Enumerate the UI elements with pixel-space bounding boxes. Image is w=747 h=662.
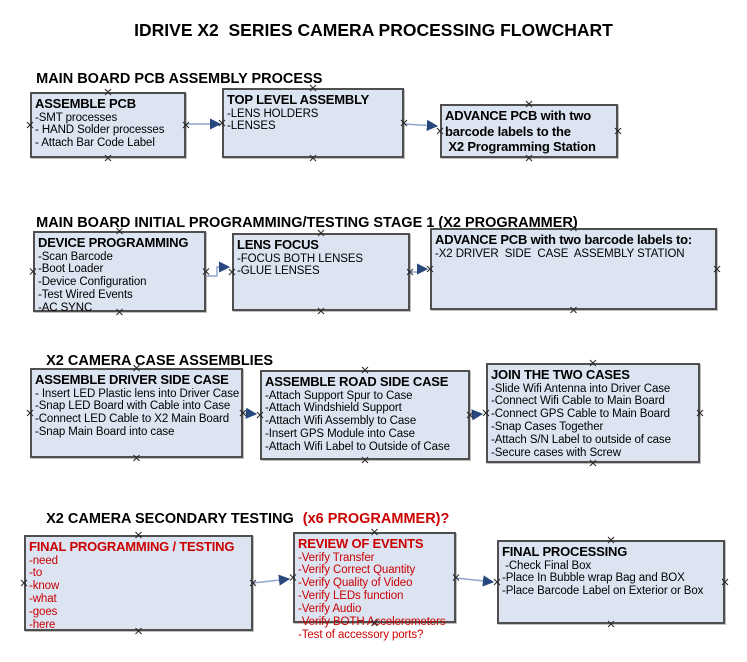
box-assemble-pcb: ASSEMBLE PCB -SMT processes - HAND Solde… xyxy=(30,92,186,158)
section-header-text: MAIN BOARD PCB ASSEMBLY PROCESS xyxy=(36,71,323,87)
box-title: REVIEW OF EVENTS xyxy=(298,536,424,551)
box-title: ASSEMBLE PCB xyxy=(35,96,136,111)
box-items: -Verify Transfer -Verify Correct Quantit… xyxy=(298,551,446,641)
box-join-the-two-cases: JOIN THE TWO CASES -Slide Wifi Antenna i… xyxy=(486,363,700,463)
flow-arrow xyxy=(403,119,439,132)
box-title: LENS FOCUS xyxy=(237,237,319,252)
box-items: -LENS HOLDERS -LENSES xyxy=(227,107,319,133)
box-advance-pcb-programming-station: ADVANCE PCB with two barcode labels to t… xyxy=(440,104,618,158)
box-review-of-events: REVIEW OF EVENTS -Verify Transfer -Verif… xyxy=(293,532,456,641)
box-title: DEVICE PROGRAMMING xyxy=(38,235,189,250)
section-header-accent: (x6 PROGRAMMER)? xyxy=(302,511,450,527)
box-title: JOIN THE TWO CASES xyxy=(491,367,630,382)
box-device-programming: DEVICE PROGRAMMING -Scan Barcode -Boot L… xyxy=(33,231,206,315)
box-final-processing: FINAL PROCESSING -Check Final Box -Place… xyxy=(497,540,725,624)
box-lens-focus: LENS FOCUS -FOCUS BOTH LENSES -GLUE LENS… xyxy=(232,233,410,311)
box-title: TOP LEVEL ASSEMBLY xyxy=(227,92,370,107)
box-title: FINAL PROCESSING xyxy=(502,544,628,559)
section-header-text: X2 CAMERA CASE ASSEMBLIES xyxy=(46,353,274,369)
flow-arrow xyxy=(455,575,495,587)
section-header-case-assemblies: X2 CAMERA CASE ASSEMBLIES xyxy=(30,337,273,385)
flow-arrow xyxy=(410,263,429,275)
box-assemble-road-side-case: ASSEMBLE ROAD SIDE CASE -Attach Support … xyxy=(260,370,470,460)
section-header-text: X2 CAMERA SECONDARY TESTING xyxy=(46,511,294,527)
section-header-secondary-testing: X2 CAMERA SECONDARY TESTING (x6 PROGRAMME… xyxy=(30,495,449,543)
box-items: -FOCUS BOTH LENSES -GLUE LENSES xyxy=(237,252,363,278)
box-items: -Slide Wifi Antenna into Driver Case -Co… xyxy=(491,382,671,459)
section-header-text: MAIN BOARD INITIAL PROGRAMMING/TESTING S… xyxy=(36,215,578,231)
section-header-initial-programming: MAIN BOARD INITIAL PROGRAMMING/TESTING S… xyxy=(20,199,578,247)
box-items: -Attach Support Spur to Case -Attach Win… xyxy=(265,389,450,454)
section-header-pcb-assembly: MAIN BOARD PCB ASSEMBLY PROCESS xyxy=(20,55,322,103)
flow-arrow xyxy=(242,407,258,419)
box-assemble-driver-side-case: ASSEMBLE DRIVER SIDE CASE - Insert LED P… xyxy=(30,368,243,458)
page-title: IDRIVE X2 SERIES CAMERA PROCESSING FLOWC… xyxy=(134,20,613,40)
box-items: -need -to -know -what -goes -here xyxy=(29,554,60,631)
box-title: ADVANCE PCB with two barcode labels to t… xyxy=(445,108,596,155)
box-items: - Insert LED Plastic lens into Driver Ca… xyxy=(35,387,240,439)
box-title: ASSEMBLE DRIVER SIDE CASE xyxy=(35,372,229,387)
box-items: -Check Final Box -Place In Bubble wrap B… xyxy=(502,559,704,598)
box-items: -X2 DRIVER SIDE CASE ASSEMBLY STATION xyxy=(435,247,685,260)
box-items: -SMT processes - HAND Solder processes -… xyxy=(35,111,165,150)
box-items: -Scan Barcode -Boot Loader -Device Confi… xyxy=(38,250,147,315)
flow-arrow xyxy=(252,574,291,586)
box-final-programming-testing: FINAL PROGRAMMING / TESTING -need -to -k… xyxy=(24,535,253,631)
flow-arrow xyxy=(206,261,231,277)
box-title: ADVANCE PCB with two barcode labels to: xyxy=(435,232,693,247)
box-top-level-assembly: TOP LEVEL ASSEMBLY -LENS HOLDERS -LENSES xyxy=(222,88,404,158)
box-advance-pcb-driver-side: ADVANCE PCB with two barcode labels to: … xyxy=(430,228,717,310)
box-title: FINAL PROGRAMMING / TESTING xyxy=(29,539,235,554)
flow-arrow xyxy=(469,409,484,421)
box-title: ASSEMBLE ROAD SIDE CASE xyxy=(265,374,449,389)
